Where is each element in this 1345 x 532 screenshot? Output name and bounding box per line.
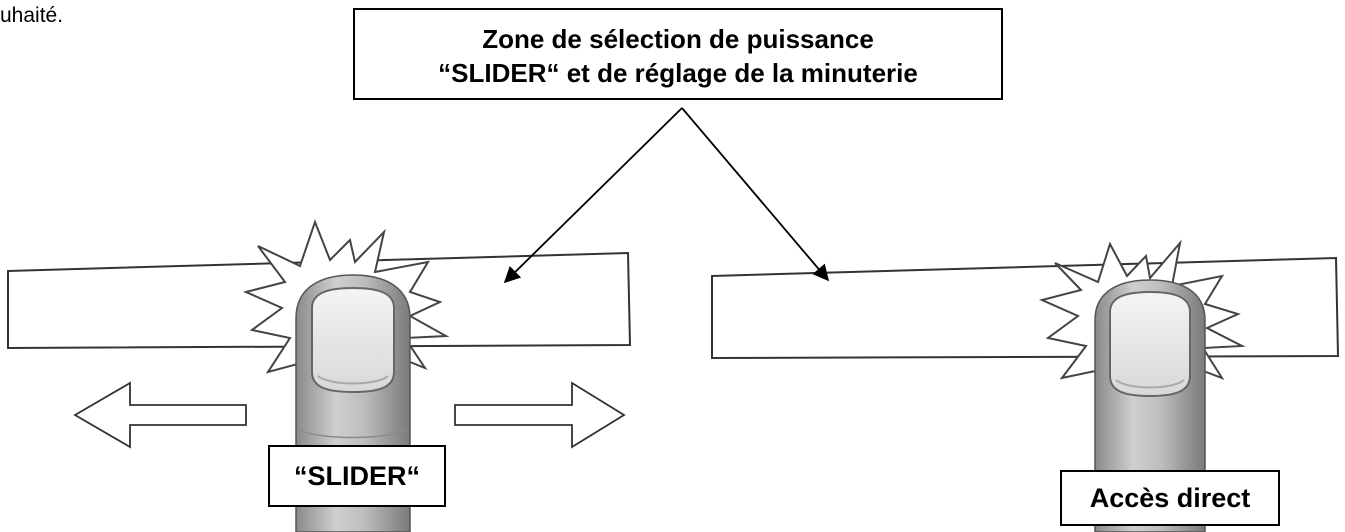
lead-text: uhaité. <box>0 4 64 27</box>
pointer-line-left <box>503 107 683 284</box>
title-line-1: Zone de sélection de puissance <box>482 24 874 54</box>
arrow-left-icon <box>73 381 247 449</box>
slider-label: “SLIDER“ <box>268 445 446 507</box>
finger-icon <box>1094 279 1206 532</box>
right-control-strip <box>711 256 1340 360</box>
direct-access-label: Accès direct <box>1060 470 1280 526</box>
pointer-line-right <box>681 107 830 282</box>
title-line-2: “SLIDER“ et de réglage de la minuterie <box>438 58 918 88</box>
arrow-right-icon <box>454 381 626 449</box>
title-box: Zone de sélection de puissance “SLIDER“ … <box>353 8 1003 100</box>
